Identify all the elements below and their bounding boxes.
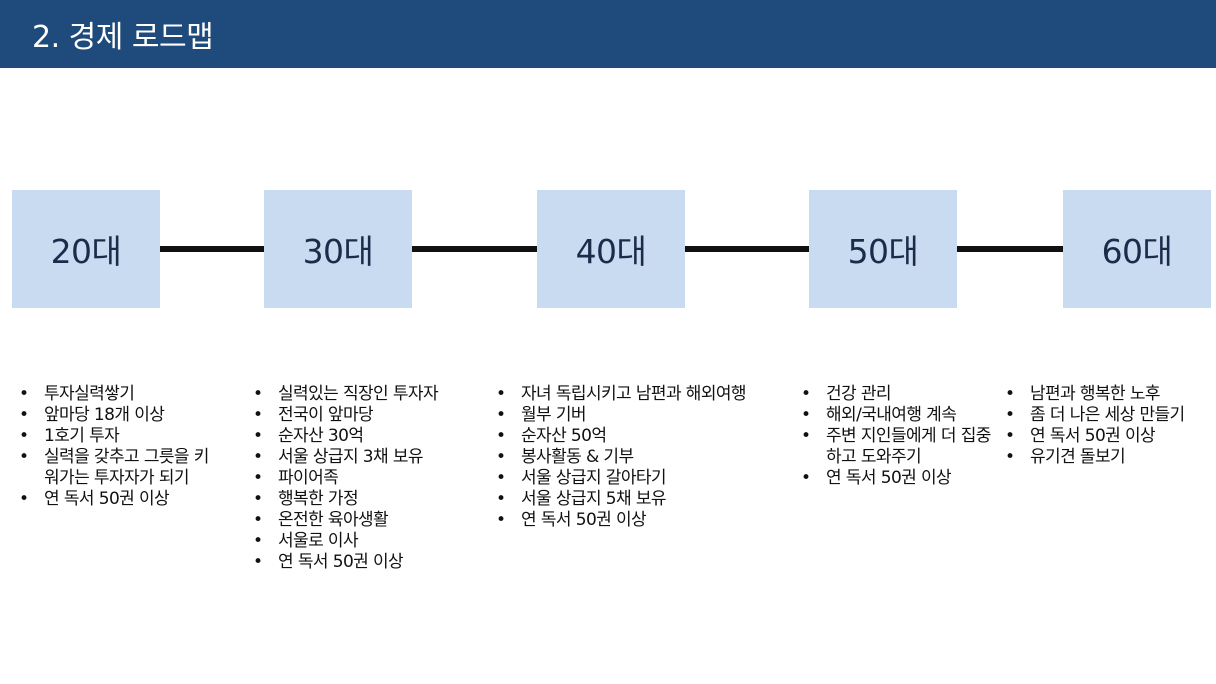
stage-box-20s: 20대 <box>12 190 160 308</box>
goal-list-20s: 투자실력쌓기 앞마당 18개 이상 1호기 투자 실력을 갖추고 그릇을 키워가… <box>16 384 222 510</box>
stage-box-50s: 50대 <box>809 190 957 308</box>
list-item: 연 독서 50권 이상 <box>250 552 482 573</box>
goal-list-40s: 자녀 독립시키고 남편과 해외여행 월부 기버 순자산 50억 봉사활동 & 기… <box>493 384 793 531</box>
page-title: 2. 경제 로드맵 <box>32 20 214 55</box>
title-bar: 2. 경제 로드맵 <box>0 0 1216 68</box>
goal-list-50s: 건강 관리 해외/국내여행 계속 주변 지인들에게 더 집중하고 도와주기 연 … <box>798 384 998 489</box>
list-item: 연 독서 50권 이상 <box>493 510 793 531</box>
list-item: 서울 상급지 갈아타기 <box>493 468 793 489</box>
list-item: 실력을 갖추고 그릇을 키워가는 투자자가 되기 <box>16 447 222 489</box>
list-item: 1호기 투자 <box>16 426 222 447</box>
list-item: 봉사활동 & 기부 <box>493 447 793 468</box>
list-item: 유기견 돌보기 <box>1002 447 1214 468</box>
list-item: 서울로 이사 <box>250 531 482 552</box>
list-item: 좀 더 나은 세상 만들기 <box>1002 405 1214 426</box>
list-item: 행복한 가정 <box>250 489 482 510</box>
list-item: 온전한 육아생활 <box>250 510 482 531</box>
list-item: 순자산 30억 <box>250 426 482 447</box>
list-item: 투자실력쌓기 <box>16 384 222 405</box>
list-item: 월부 기버 <box>493 405 793 426</box>
list-item: 전국이 앞마당 <box>250 405 482 426</box>
stage-label: 20대 <box>50 232 122 271</box>
goal-list-30s: 실력있는 직장인 투자자 전국이 앞마당 순자산 30억 서울 상급지 3채 보… <box>250 384 482 573</box>
list-item: 건강 관리 <box>798 384 998 405</box>
list-item: 앞마당 18개 이상 <box>16 405 222 426</box>
list-item: 연 독서 50권 이상 <box>16 489 222 510</box>
list-item: 서울 상급지 5채 보유 <box>493 489 793 510</box>
stage-label: 30대 <box>302 232 374 271</box>
stage-box-30s: 30대 <box>264 190 412 308</box>
list-item: 연 독서 50권 이상 <box>1002 426 1214 447</box>
list-item: 서울 상급지 3채 보유 <box>250 447 482 468</box>
timeline-line <box>957 246 1063 252</box>
timeline-line <box>412 246 537 252</box>
timeline-line <box>685 246 809 252</box>
list-item: 파이어족 <box>250 468 482 489</box>
list-item: 자녀 독립시키고 남편과 해외여행 <box>493 384 793 405</box>
list-item: 주변 지인들에게 더 집중하고 도와주기 <box>798 426 998 468</box>
list-item: 실력있는 직장인 투자자 <box>250 384 482 405</box>
stage-label: 60대 <box>1101 232 1173 271</box>
list-item: 연 독서 50권 이상 <box>798 468 998 489</box>
goal-list-60s: 남편과 행복한 노후 좀 더 나은 세상 만들기 연 독서 50권 이상 유기견… <box>1002 384 1214 468</box>
stage-box-40s: 40대 <box>537 190 685 308</box>
list-item: 해외/국내여행 계속 <box>798 405 998 426</box>
stage-label: 50대 <box>847 232 919 271</box>
stage-label: 40대 <box>575 232 647 271</box>
list-item: 남편과 행복한 노후 <box>1002 384 1214 405</box>
list-item: 순자산 50억 <box>493 426 793 447</box>
timeline-line <box>160 246 264 252</box>
stage-box-60s: 60대 <box>1063 190 1211 308</box>
